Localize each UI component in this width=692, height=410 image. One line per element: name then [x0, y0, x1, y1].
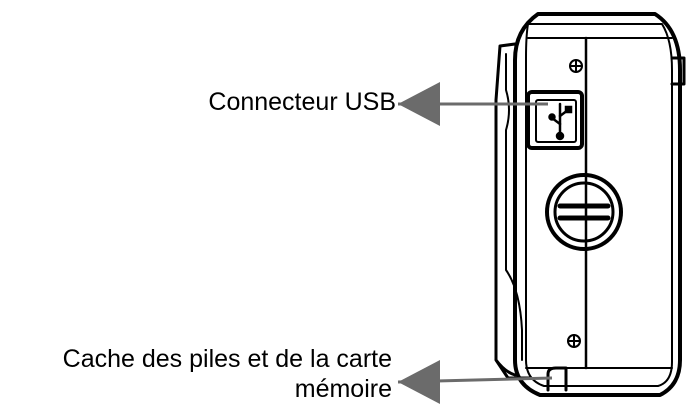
usb-callout-arrow: [398, 82, 548, 126]
camera-inner-outline: [525, 23, 673, 387]
screw-top: [569, 59, 583, 73]
usb-port-inner: [535, 99, 577, 143]
battery-cover: [546, 366, 568, 392]
battery-callout-arrow: [397, 360, 553, 404]
camera-front-curve: [505, 53, 523, 361]
camera-body: [494, 12, 686, 397]
usb-connector-label: Connecteur USB: [208, 88, 396, 116]
battery-card-cover-label: Cache des piles et de la carte mémoire: [62, 345, 392, 403]
usb-port-outer: [526, 90, 584, 150]
camera-right-tab: [670, 56, 686, 86]
screw-bottom: [567, 334, 581, 348]
usb-icon: [548, 102, 573, 141]
camera-outer-outline: [513, 12, 682, 397]
strap-mount: [545, 173, 623, 251]
